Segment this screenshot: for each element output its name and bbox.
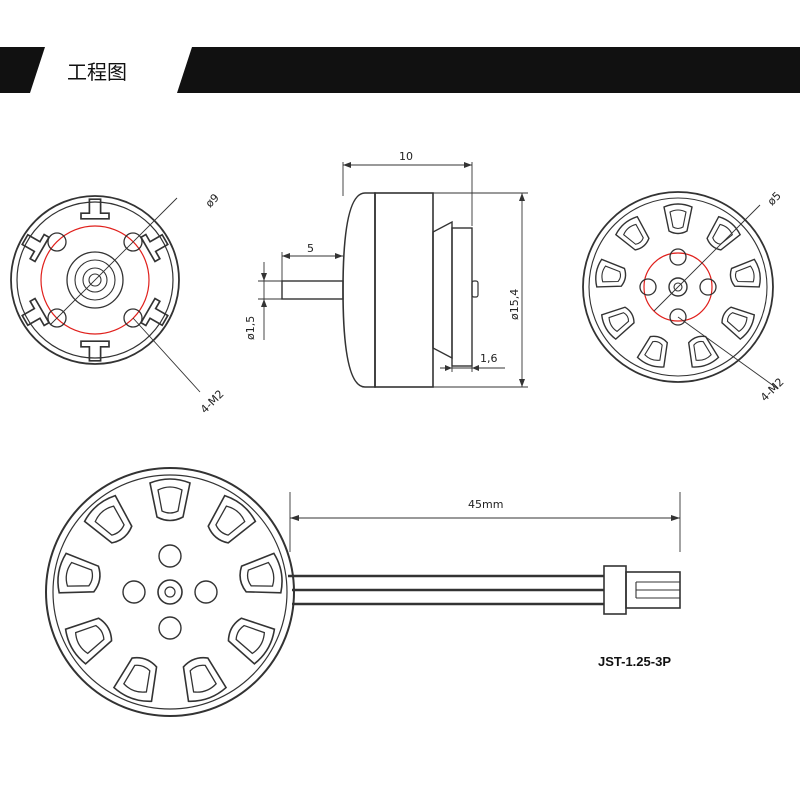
shaft-diameter-label: ø1,5 [244,316,257,340]
body-length-label: 10 [399,150,413,163]
page-title: 工程图 [67,60,127,84]
side-view [258,162,528,388]
motor-body [374,192,434,388]
motor-bell [342,192,376,388]
jst-connector [603,565,681,615]
right-diameter-label: ø5 [765,189,784,208]
motor-face [45,467,295,717]
header-bar-right [177,47,800,93]
base-thickness-label: 1,6 [480,352,498,365]
cable [288,574,604,606]
right-view [582,191,779,390]
connector-label: JST-1.25-3P [598,654,671,669]
bottom-view [45,467,681,717]
motor-base [451,227,473,367]
body-diameter-label: ø15,4 [508,289,521,320]
cable-length-label: 45mm [468,498,503,511]
left-red-circle [40,225,150,335]
header-bar [0,47,45,93]
left-diameter-label: ø9 [203,191,222,210]
left-holes-label: 4-M2 [198,388,227,417]
left-view [10,195,201,393]
right-holes-label: 4-M2 [758,376,787,405]
header: 工程图 [0,47,800,93]
shaft-length-label: 5 [307,242,314,255]
motor-shaft [281,280,344,300]
cable-dimension [289,492,681,552]
right-red-circle [643,252,713,322]
